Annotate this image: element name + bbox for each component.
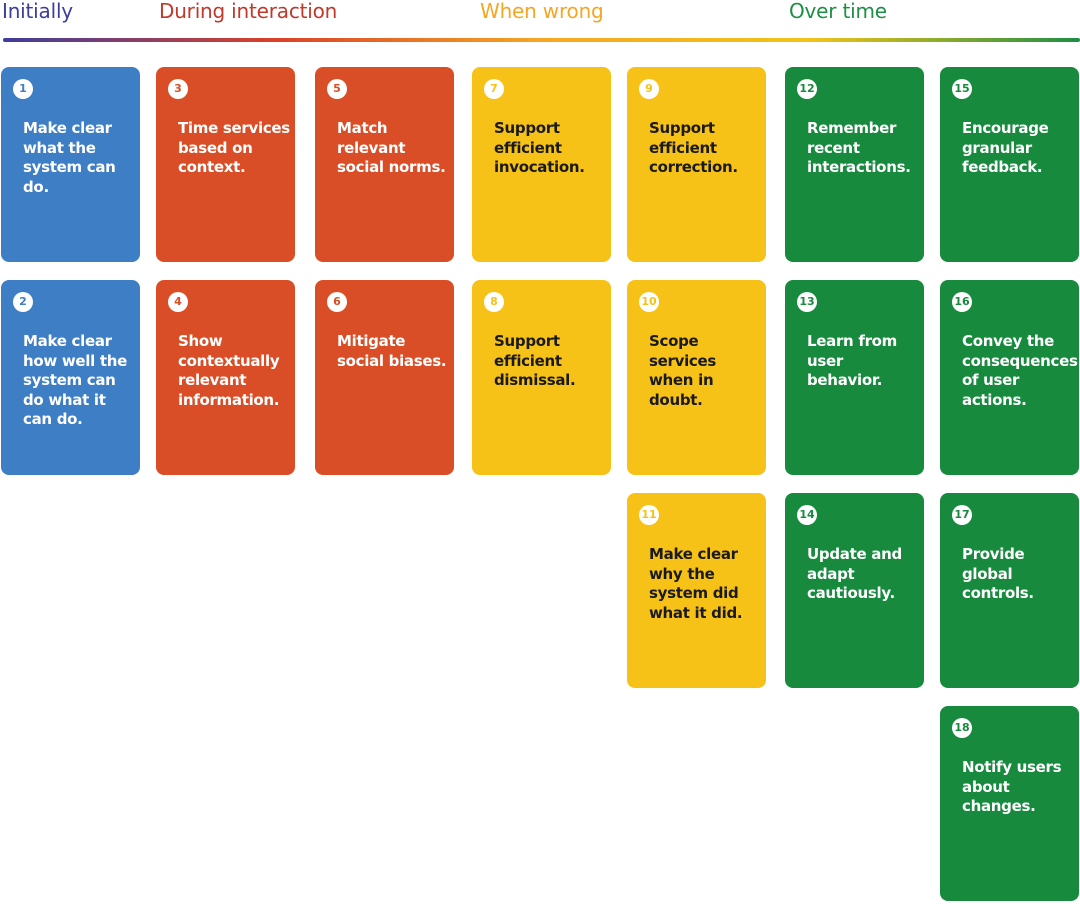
card-guideline-text: Encourage granular feedback. — [962, 119, 1049, 176]
phase-gradient-bar — [3, 38, 1080, 42]
card-number-badge: 8 — [484, 292, 504, 312]
card-guideline-text: Support efficient invocation. — [494, 119, 585, 176]
card-guideline-text: Make clear what the system can do. — [23, 119, 116, 196]
card-number-badge: 9 — [639, 79, 659, 99]
guideline-card-9: 9 Support efficient correction. — [627, 67, 766, 262]
card-number-badge: 13 — [797, 292, 817, 312]
guideline-card-18: 18 Notify users about changes. — [940, 706, 1079, 901]
card-guideline-text: Make clear why the system did what it di… — [649, 545, 743, 622]
phase-label-during-interaction: During interaction — [159, 0, 338, 23]
card-number-badge: 18 — [952, 718, 972, 738]
guideline-card-16: 16 Convey the consequences of user actio… — [940, 280, 1079, 475]
card-number-badge: 17 — [952, 505, 972, 525]
card-number-badge: 3 — [168, 79, 188, 99]
card-guideline-text: Scope services when in doubt. — [649, 332, 717, 409]
card-number-badge: 14 — [797, 505, 817, 525]
guideline-card-8: 8 Support efficient dismissal. — [472, 280, 611, 475]
guideline-card-4: 4 Show contextually relevant information… — [156, 280, 295, 475]
card-guideline-text: Support efficient dismissal. — [494, 332, 576, 389]
phase-label-over-time: Over time — [789, 0, 887, 23]
card-number-badge: 1 — [13, 79, 33, 99]
guideline-card-2: 2 Make clear how well the system can do … — [1, 280, 140, 475]
guideline-card-14: 14 Update and adapt cautiously. — [785, 493, 924, 688]
guideline-card-1: 1 Make clear what the system can do. — [1, 67, 140, 262]
card-guideline-text: Time services based on context. — [178, 119, 290, 176]
guideline-card-5: 5 Match relevant social norms. — [315, 67, 454, 262]
card-guideline-text: Provide global controls. — [962, 545, 1034, 602]
card-guideline-text: Notify users about changes. — [962, 758, 1062, 815]
guideline-card-6: 6 Mitigate social biases. — [315, 280, 454, 475]
card-number-badge: 6 — [327, 292, 347, 312]
guideline-card-10: 10 Scope services when in doubt. — [627, 280, 766, 475]
card-number-badge: 2 — [13, 292, 33, 312]
guideline-card-17: 17 Provide global controls. — [940, 493, 1079, 688]
card-guideline-text: Match relevant social norms. — [337, 119, 446, 176]
card-number-badge: 7 — [484, 79, 504, 99]
guideline-card-7: 7 Support efficient invocation. — [472, 67, 611, 262]
guideline-card-11: 11 Make clear why the system did what it… — [627, 493, 766, 688]
card-guideline-text: Convey the consequences of user actions. — [962, 332, 1078, 409]
guideline-card-3: 3 Time services based on context. — [156, 67, 295, 262]
phase-label-when-wrong: When wrong — [480, 0, 604, 23]
phase-label-initially: Initially — [2, 0, 73, 23]
card-guideline-text: Mitigate social biases. — [337, 332, 447, 370]
guideline-card-13: 13 Learn from user behavior. — [785, 280, 924, 475]
card-number-badge: 12 — [797, 79, 817, 99]
card-guideline-text: Update and adapt cautiously. — [807, 545, 902, 602]
card-number-badge: 4 — [168, 292, 188, 312]
card-guideline-text: Learn from user behavior. — [807, 332, 898, 389]
card-number-badge: 10 — [639, 292, 659, 312]
card-number-badge: 15 — [952, 79, 972, 99]
card-guideline-text: Support efficient correction. — [649, 119, 738, 176]
guideline-card-15: 15 Encourage granular feedback. — [940, 67, 1079, 262]
card-number-badge: 16 — [952, 292, 972, 312]
card-guideline-text: Remember recent interactions. — [807, 119, 911, 176]
card-number-badge: 11 — [639, 505, 659, 525]
card-number-badge: 5 — [327, 79, 347, 99]
guideline-card-12: 12 Remember recent interactions. — [785, 67, 924, 262]
card-guideline-text: Show contextually relevant information. — [178, 332, 280, 409]
card-guideline-text: Make clear how well the system can do wh… — [23, 332, 128, 428]
